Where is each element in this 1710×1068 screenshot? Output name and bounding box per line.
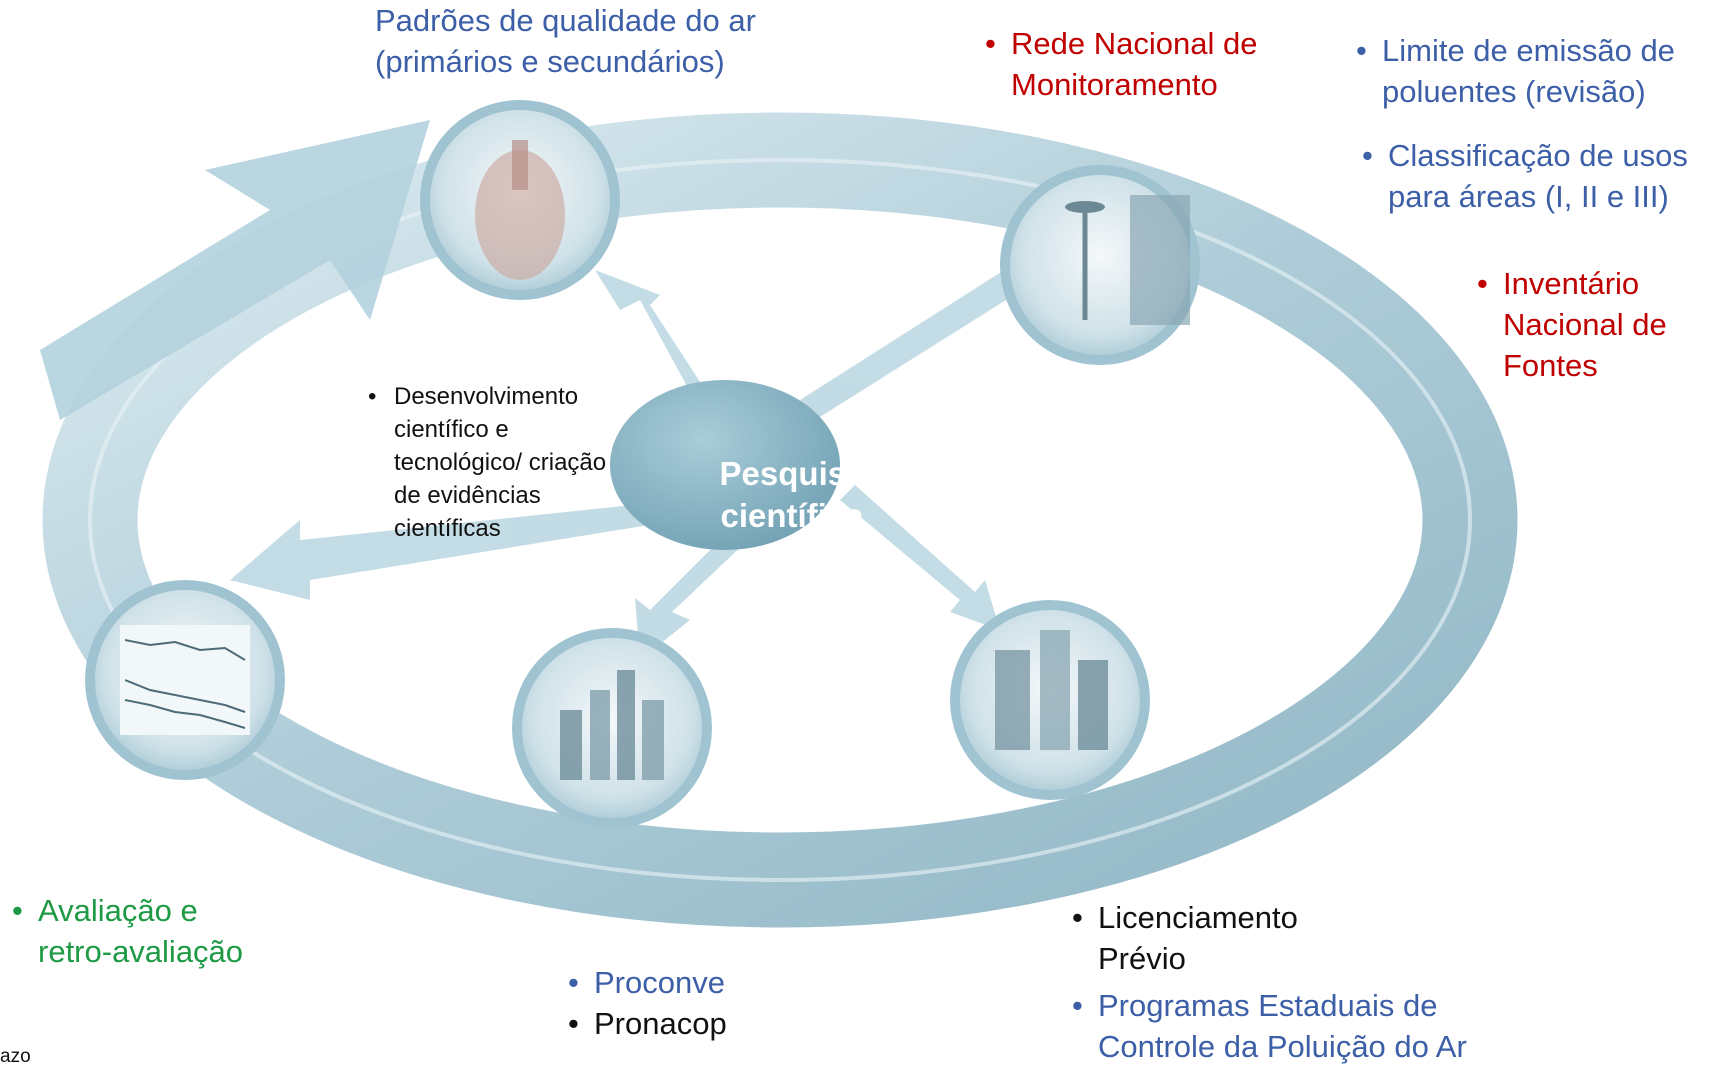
scientific-development-label: • Desenvolvimento científico e tecnológic…	[368, 380, 606, 545]
programs-label: • Proconve • Pronacop	[568, 962, 727, 1044]
bullet: •	[568, 1006, 579, 1041]
area-classification-line2: para áreas (I, II e III)	[1388, 179, 1669, 214]
evaluation-label: • Avaliação e retro-avaliação	[12, 890, 243, 972]
ring-arrowhead	[40, 120, 430, 420]
center-label-line2: científica	[720, 497, 864, 534]
bullet: •	[985, 26, 996, 61]
monitoring-network-label: • Rede Nacional de Monitoramento	[985, 23, 1257, 105]
source-inventory-line3: Fontes	[1503, 348, 1598, 383]
city-skyline-image	[512, 628, 712, 828]
air-quality-standards-line2: (primários e secundários)	[375, 44, 725, 79]
scientific-development-line3: tecnológico/ criação	[394, 449, 607, 476]
proconve-text: Proconve	[594, 965, 725, 1000]
source-inventory-line2: Nacional de	[1503, 307, 1667, 342]
scientific-development-line1: Desenvolvimento	[394, 383, 579, 410]
licensing-line1: Licenciamento	[1098, 900, 1298, 935]
cycle-ring	[42, 112, 1518, 928]
state-programs-line1: Programas Estaduais de	[1098, 988, 1438, 1023]
bullet: •	[1072, 988, 1083, 1023]
center-label-line1: Pesquisa	[719, 455, 865, 492]
trend-chart-image	[85, 580, 285, 780]
bullet: •	[1072, 900, 1083, 935]
state-programs-label: • Programas Estaduais de Controle da Polu…	[1072, 985, 1467, 1067]
emission-limits-line1: Limite de emissão de	[1382, 33, 1675, 68]
bullet: •	[568, 965, 579, 1000]
air-quality-standards-line1: Padrões de qualidade do ar	[375, 3, 756, 38]
bullet: •	[1362, 138, 1373, 173]
state-programs-line2: Controle da Poluição do Ar	[1098, 1029, 1467, 1064]
respiratory-system-image	[420, 100, 620, 300]
monitoring-network-line2: Monitoramento	[1011, 67, 1218, 102]
bullet: •	[368, 383, 377, 410]
bullet: •	[1477, 266, 1488, 301]
industrial-city-image	[950, 600, 1150, 800]
monitoring-station-image	[1000, 165, 1200, 365]
emission-limits-label: • Limite de emissão de poluentes (revisão…	[1356, 30, 1675, 112]
emission-limits-line2: poluentes (revisão)	[1382, 74, 1646, 109]
area-classification-label: • Classificação de usos para áreas (I, II…	[1362, 135, 1688, 217]
center-label: Pesquisa científica	[672, 453, 912, 537]
footer-text: azo	[0, 1046, 31, 1067]
evaluation-line2: retro-avaliação	[38, 934, 244, 969]
air-quality-standards-label: Padrões de qualidade do ar (primários e …	[375, 0, 756, 82]
center-spokes	[230, 250, 1055, 660]
bullet: •	[12, 893, 23, 928]
monitoring-network-line1: Rede Nacional de	[1011, 26, 1258, 61]
scientific-development-line4: de evidências	[394, 482, 541, 509]
licensing-line2: Prévio	[1098, 941, 1186, 976]
source-inventory-label: • Inventário Nacional de Fontes	[1477, 263, 1667, 386]
evaluation-line1: Avaliação e	[38, 893, 198, 928]
bullet: •	[1356, 33, 1367, 68]
scientific-development-line5: científicas	[394, 515, 501, 542]
center-node	[610, 380, 840, 550]
licensing-label: • Licenciamento Prévio	[1072, 897, 1298, 979]
pronacop-text: Pronacop	[594, 1006, 727, 1041]
area-classification-line1: Classificação de usos	[1388, 138, 1688, 173]
scientific-development-line2: científico e	[394, 416, 509, 443]
source-inventory-line1: Inventário	[1503, 266, 1640, 301]
